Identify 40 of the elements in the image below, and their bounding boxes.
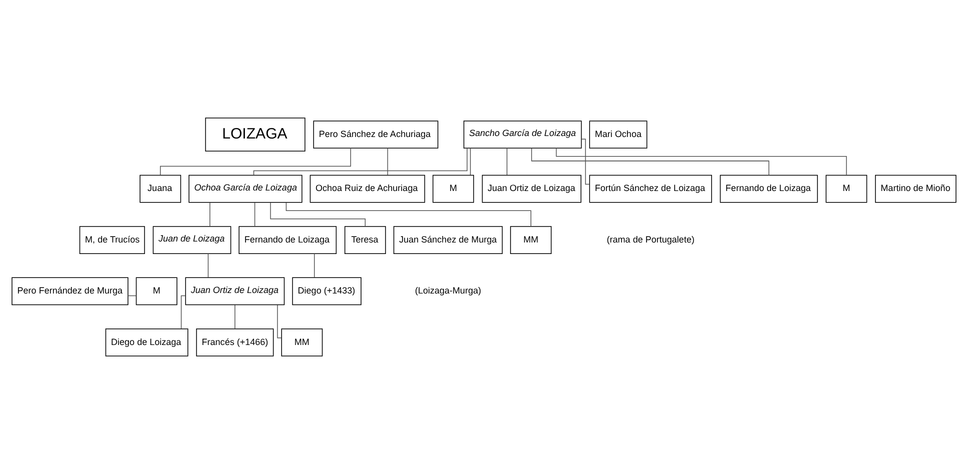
node-box: MM: [510, 226, 552, 254]
node-box: Fortún Sánchez de Loizaga: [589, 174, 712, 203]
node-box: Juan Ortiz de Loizaga: [482, 174, 582, 203]
connector: [234, 304, 236, 330]
node-box: Sancho García de Loizaga: [463, 120, 582, 149]
node-box: Fernando de Loizaga: [238, 226, 337, 254]
node-box: Pero Fernández de Murga: [12, 277, 128, 306]
node-box: Ochoa García de Loizaga: [188, 174, 302, 203]
node-box: M: [432, 174, 474, 203]
node-box: Juan Ortiz de Loizaga: [185, 277, 285, 306]
connector: [506, 148, 508, 176]
connector: [254, 202, 256, 227]
node-box: Diego de Loizaga: [105, 328, 188, 356]
node-box: Juan Sánchez de Murga: [393, 226, 503, 254]
connector: [314, 253, 315, 278]
node-box: Francés (+1466): [196, 328, 274, 356]
node-box: MM: [281, 328, 323, 356]
node-box: M: [826, 174, 868, 203]
connector: [160, 148, 352, 176]
node-box: Martino de Mioño: [875, 174, 956, 203]
connector: [387, 148, 388, 176]
connector: [470, 148, 471, 176]
node-box: Juan de Loizaga: [152, 226, 232, 254]
node-label: (Loizaga-Murga): [414, 286, 482, 296]
node-box: M: [136, 277, 178, 306]
node-box: Diego (+1433): [292, 277, 362, 306]
node-box: Juana: [140, 174, 182, 203]
node-box: M, de Trucíos: [79, 226, 145, 254]
connector: [270, 202, 366, 227]
node-box: LOIZAGA: [205, 118, 306, 152]
node-box: Fernando de Loizaga: [720, 174, 818, 203]
node-box: Ochoa Ruiz de Achuriaga: [310, 174, 426, 203]
node-box: Teresa: [344, 226, 386, 254]
node-box: Mari Ochoa: [589, 120, 648, 149]
node-label: (rama de Portugalete): [606, 234, 694, 244]
node-box: Pero Sánchez de Achuriaga: [313, 120, 438, 149]
connector: [556, 148, 847, 176]
connector: [286, 202, 532, 227]
connector: [208, 253, 209, 278]
connector: [253, 148, 468, 176]
